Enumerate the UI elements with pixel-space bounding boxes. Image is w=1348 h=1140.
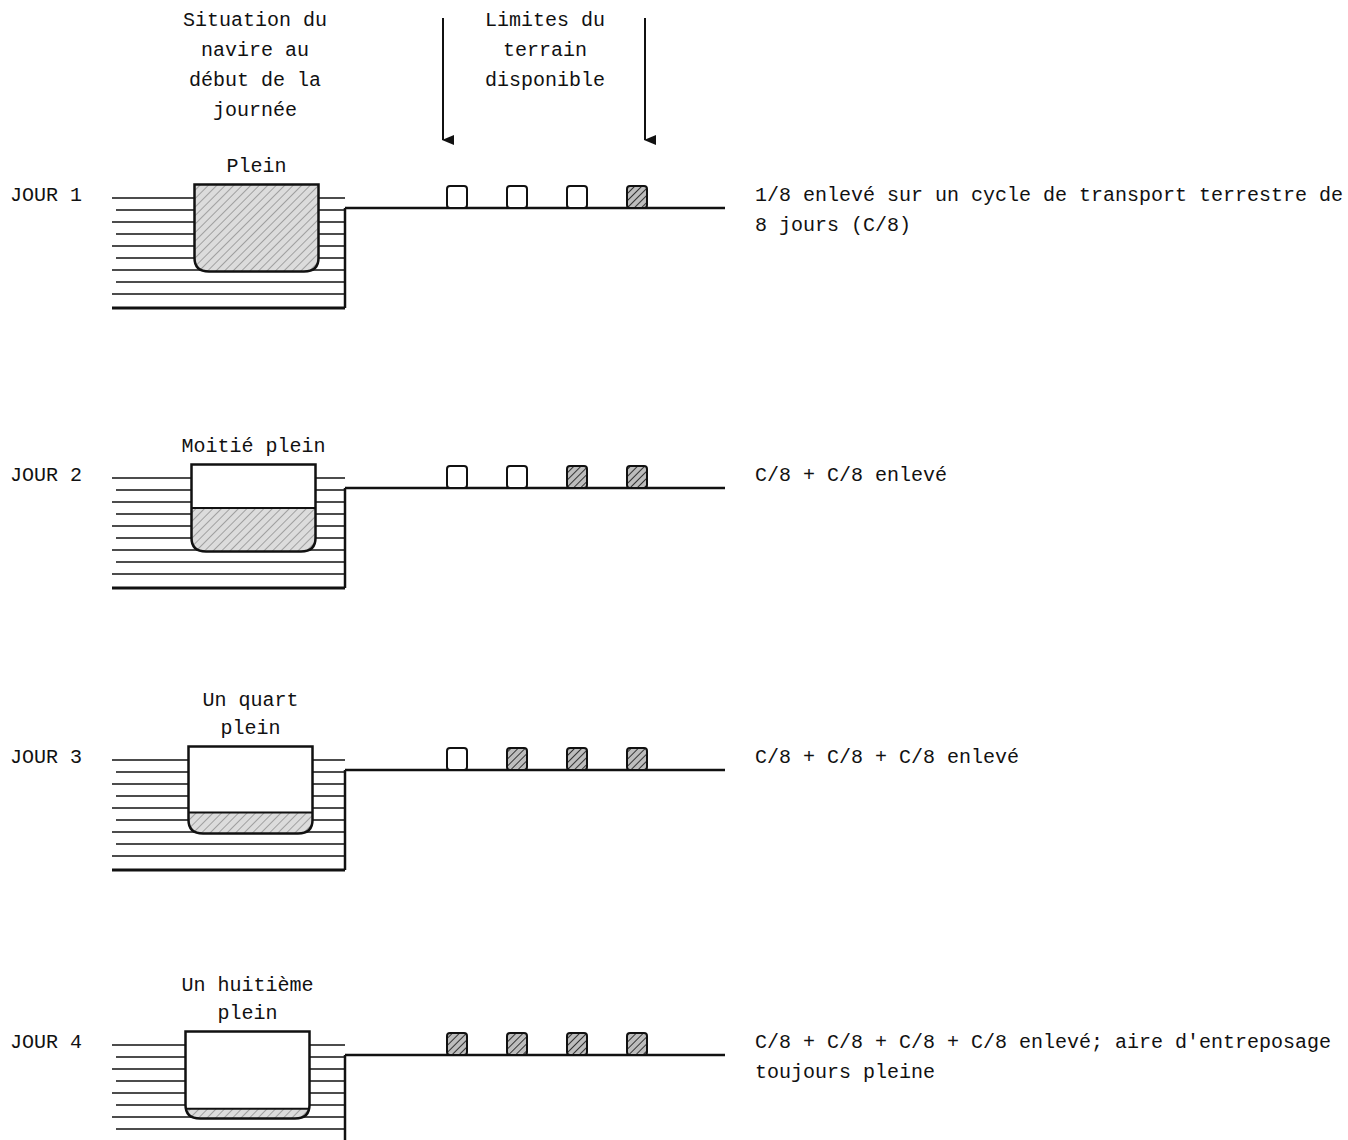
- hull-outline: [195, 185, 319, 272]
- day-note: 1/8 enlevé sur un cycle de transport ter…: [755, 181, 1345, 241]
- hull-outline: [189, 747, 313, 834]
- empty-space: [447, 186, 467, 208]
- stored-load: [627, 186, 647, 208]
- sea-bed: [112, 307, 345, 310]
- ship-outline: [190, 463, 317, 553]
- ship-hull: Plein: [193, 183, 320, 273]
- stored-load: [567, 748, 587, 770]
- hull-outline: [192, 465, 316, 552]
- sea-bed: [112, 869, 345, 872]
- ship-hull: Un quart plein: [187, 745, 314, 835]
- stored-load: [447, 1033, 467, 1055]
- stored-load: [627, 466, 647, 488]
- fill-level-label: Un quart plein: [177, 687, 324, 743]
- ship-outline: [184, 1030, 311, 1120]
- ship-hull: Moitié plein: [190, 463, 317, 553]
- empty-space: [447, 466, 467, 488]
- quay-wall: [344, 1055, 347, 1140]
- ground-line: [345, 769, 725, 772]
- sea-bed: [112, 587, 345, 590]
- water-line: [116, 561, 345, 563]
- quay-wall: [344, 488, 347, 588]
- day-label: JOUR 3: [10, 743, 120, 773]
- cargo: [187, 813, 314, 836]
- day-note: C/8 + C/8 enlevé: [755, 461, 1345, 491]
- ship-hull: Un huitième plein: [184, 1030, 311, 1120]
- water-line: [112, 855, 345, 857]
- stored-load: [507, 748, 527, 770]
- water-line: [116, 843, 345, 845]
- ground-line: [345, 207, 725, 210]
- day-label: JOUR 4: [10, 1028, 120, 1058]
- ground-line: [345, 487, 725, 490]
- cargo-level: [186, 1108, 309, 1110]
- stored-load: [567, 466, 587, 488]
- water-line: [116, 1128, 345, 1130]
- stored-load: [627, 1033, 647, 1055]
- empty-space: [507, 186, 527, 208]
- stored-load: [507, 1033, 527, 1055]
- empty-space: [567, 186, 587, 208]
- cargo: [193, 183, 320, 273]
- ground-line: [345, 1054, 725, 1057]
- cargo-level: [189, 812, 312, 814]
- water-line: [116, 281, 345, 283]
- stored-load: [627, 748, 647, 770]
- empty-space: [507, 466, 527, 488]
- fill-level-label: Moitié plein: [180, 433, 327, 461]
- column-heading: Limites du terrain disponible: [470, 6, 620, 96]
- hull-outline: [186, 1032, 310, 1119]
- day-label: JOUR 2: [10, 461, 120, 491]
- fill-level-label: Un huitième plein: [174, 972, 321, 1028]
- cargo-level: [192, 507, 315, 509]
- fill-level-label: Plein: [183, 153, 330, 181]
- ship-outline: [187, 745, 314, 835]
- stored-load: [567, 1033, 587, 1055]
- column-heading: Situation du navire au début de la journ…: [180, 6, 330, 126]
- ship-outline: [193, 183, 320, 273]
- cargo: [190, 508, 317, 553]
- quay-wall: [344, 208, 347, 308]
- day-label: JOUR 1: [10, 181, 120, 211]
- empty-space: [447, 748, 467, 770]
- limit-arrow: [442, 18, 444, 140]
- water-line: [112, 293, 345, 295]
- water-line: [112, 573, 345, 575]
- limit-arrow: [644, 18, 646, 140]
- quay-wall: [344, 770, 347, 870]
- day-note: C/8 + C/8 + C/8 + C/8 enlevé; aire d'ent…: [755, 1028, 1345, 1088]
- hull-ground: [186, 1032, 310, 1119]
- day-note: C/8 + C/8 + C/8 enlevé: [755, 743, 1345, 773]
